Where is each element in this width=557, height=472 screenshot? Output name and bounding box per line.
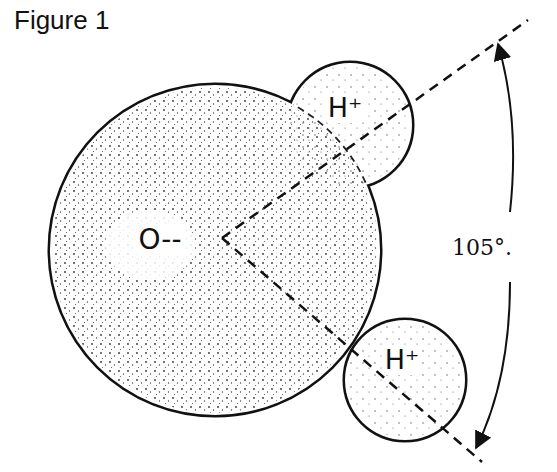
atom-symbol: H⁺ [382,345,423,375]
hydrogen-atom: H⁺ [325,93,366,123]
atom-symbol: H⁺ [325,93,366,123]
oxygen-atom: O-- [135,225,184,256]
bond-axis [222,238,482,462]
angle-arc [476,282,510,448]
hydrogen-shading [347,322,463,438]
angle-label: 105°. [450,236,514,260]
atom-symbol: O-- [135,225,184,256]
bond-axis [222,20,528,238]
hydrogen-shading [290,65,410,185]
angle-arc [498,44,513,212]
boundary-dashed [50,85,380,415]
boundary-dashed [50,85,380,415]
molecule-outline [50,63,465,440]
hydrogen-atom: H⁺ [382,345,423,375]
figure-title: Figure 1 [12,6,111,35]
